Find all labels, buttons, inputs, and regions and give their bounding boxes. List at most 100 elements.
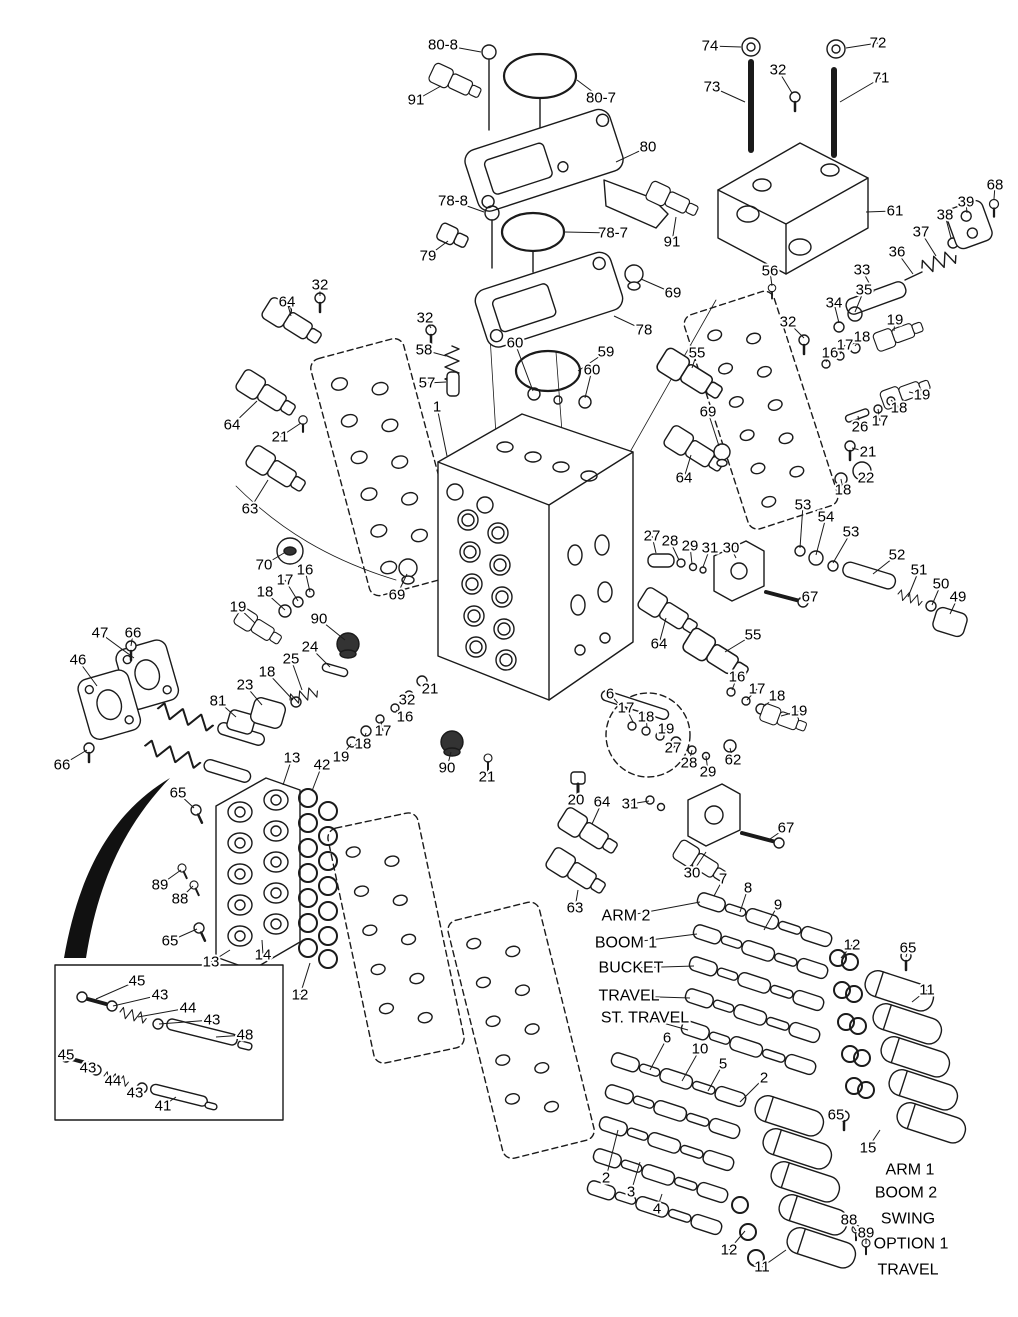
part-callout: 18 <box>854 329 871 346</box>
part-callout-leader <box>729 747 734 761</box>
part-callout-leader <box>210 949 231 963</box>
part-callout-leader <box>514 342 534 392</box>
part-callout: 41 <box>155 1098 172 1115</box>
part-callout-leader <box>263 552 285 566</box>
part-callout: 17 <box>618 700 635 717</box>
part-callout-leader <box>993 184 996 200</box>
disc-block-13 <box>175 777 301 971</box>
gasket-plate-right <box>683 290 839 530</box>
part-callout: 71 <box>873 70 890 87</box>
cover-80-assembly <box>426 44 702 229</box>
part-callout-leader <box>162 1096 177 1107</box>
part-callout: 79 <box>420 248 437 265</box>
part-callout-leader <box>854 289 865 313</box>
spool-bank-lower <box>585 1050 872 1272</box>
cap-70 <box>276 537 304 565</box>
part-callout: 32 <box>312 277 329 294</box>
part-callout: 64 <box>676 470 693 487</box>
part-callout: 55 <box>689 345 706 362</box>
part-callout: 20 <box>568 792 585 809</box>
part-callout: 34 <box>826 295 843 312</box>
part-callout: 15 <box>860 1140 877 1157</box>
part-callout: 32 <box>417 310 434 327</box>
part-callout: 19 <box>791 703 808 720</box>
part-callout-leader <box>645 716 648 728</box>
part-callout: 32 <box>399 692 416 709</box>
part-callout-leader <box>825 352 831 363</box>
part-callout-leader <box>426 381 447 384</box>
part-callout: 78 <box>636 322 653 339</box>
part-callout-leader <box>112 994 161 1007</box>
part-callout-leader <box>421 682 431 690</box>
part-callout: 64 <box>224 417 241 434</box>
part-callout: 21 <box>422 681 439 698</box>
leader-lines <box>61 42 996 1268</box>
part-callout-leader <box>833 302 840 324</box>
part-callout-leader <box>436 406 448 457</box>
part-callout: 65 <box>900 940 917 957</box>
part-callout: 6 <box>606 686 614 703</box>
part-callout: 43 <box>204 1012 221 1029</box>
part-callout-leader <box>415 85 442 101</box>
part-callout-leader <box>629 800 650 805</box>
part-callout-leader <box>688 749 693 764</box>
part-callout-leader <box>309 646 331 668</box>
part-callout-leader <box>651 535 657 554</box>
gasket-plate-left <box>310 337 464 597</box>
part-callout-leader <box>660 728 667 734</box>
spool-bank-upper <box>679 890 970 1147</box>
part-callout-leader <box>112 1079 119 1082</box>
part-callout: 56 <box>762 263 779 280</box>
part-callout-leader <box>640 278 674 294</box>
part-callout-leader <box>396 573 408 596</box>
part-callout: 53 <box>795 497 812 514</box>
part-callout-leader <box>179 885 194 900</box>
part-callout: 18 <box>355 736 372 753</box>
part-callout: 28 <box>681 755 698 772</box>
part-callout: 69 <box>389 587 406 604</box>
part-callout: 65 <box>162 933 179 950</box>
screw-68 <box>988 198 1000 218</box>
swoosh-arrow <box>64 778 170 958</box>
knob-69-right <box>713 443 731 468</box>
valves-63-64-center <box>543 771 666 900</box>
part-callout-leader <box>730 547 737 559</box>
part-callout-leader <box>446 751 452 769</box>
part-callout: 14 <box>255 947 272 964</box>
gasket-plate-bottom-center <box>447 901 595 1160</box>
part-callout-leader <box>877 408 881 422</box>
diagram-artwork <box>54 37 1000 1272</box>
right-side-parts <box>767 283 933 486</box>
part-callout: 37 <box>913 224 930 241</box>
part-callout: 17 <box>872 413 889 430</box>
part-callout: 57 <box>419 375 436 392</box>
part-callout: 69 <box>700 404 717 421</box>
part-callout-leader <box>763 904 779 931</box>
part-callout-leader <box>705 755 709 773</box>
part-callout: 12 <box>721 1242 738 1259</box>
part-callout: 32 <box>770 62 787 79</box>
part-callout-leader <box>311 764 323 792</box>
part-callout: 46 <box>70 652 87 669</box>
orings-59-60 <box>514 349 592 409</box>
part-callout: 80-8 <box>428 37 458 54</box>
part-callout: 45 <box>129 973 146 990</box>
part-callout: 35 <box>856 282 873 299</box>
screw-21-right <box>843 439 857 462</box>
part-callout: 42 <box>314 757 331 774</box>
part-callout: 67 <box>802 589 819 606</box>
part-callout-leader <box>486 763 489 778</box>
part-callout: 2 <box>602 1170 610 1187</box>
section-label: BOOM 1 <box>595 935 657 952</box>
part-callout: 27 <box>665 740 682 757</box>
part-callout-leader <box>264 591 286 611</box>
part-callout: 18 <box>638 709 655 726</box>
relief-valves-left <box>231 291 494 771</box>
block-30-lower <box>670 783 785 888</box>
part-callout-leader <box>905 947 909 958</box>
section-label: SWING <box>881 1211 935 1228</box>
part-callout: 60 <box>507 335 524 352</box>
part-callout-leader <box>576 79 602 99</box>
